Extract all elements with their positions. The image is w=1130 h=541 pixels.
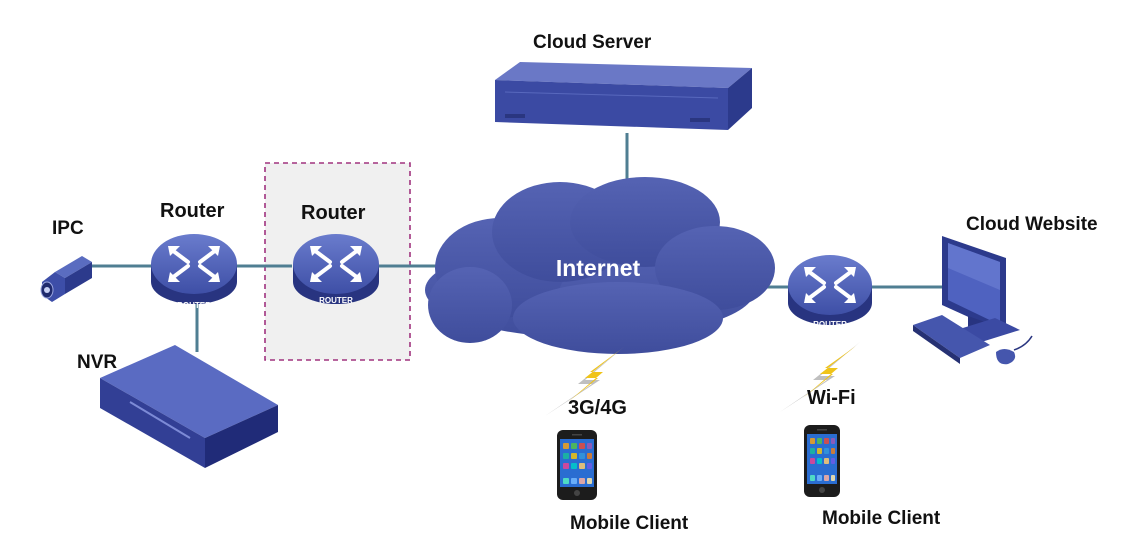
- internet-label: Internet: [556, 255, 641, 281]
- link-wifi-label: Wi-Fi: [807, 387, 856, 409]
- ipc-label: IPC: [52, 218, 84, 239]
- router-boxed-label: Router: [301, 202, 366, 224]
- router-icon: [788, 255, 872, 325]
- smartphone-icon: [557, 430, 597, 500]
- links: [90, 133, 942, 352]
- internet-cloud-icon: [425, 177, 775, 354]
- router-badge: ROUTER: [177, 301, 211, 310]
- mobile-client-left-label: Mobile Client: [570, 513, 689, 534]
- ipc-camera-icon: [40, 256, 92, 302]
- router-icon: [151, 234, 237, 304]
- router-icon: [293, 234, 379, 304]
- nvr-label: NVR: [77, 352, 118, 373]
- keyboard-icon: [913, 315, 990, 364]
- mouse-icon: [996, 335, 1033, 365]
- lightning-icon: [545, 346, 625, 416]
- mobile-client-right-label: Mobile Client: [822, 508, 941, 529]
- router-badge: ROUTER: [813, 320, 847, 329]
- smartphone-icon: [804, 425, 840, 497]
- router-left-label: Router: [160, 200, 225, 222]
- cloud-server-icon: [495, 62, 752, 130]
- cloud-server-label: Cloud Server: [533, 32, 652, 53]
- cloud-website-label: Cloud Website: [966, 214, 1098, 235]
- router-badge: ROUTER: [319, 296, 353, 305]
- lightning-icon: [780, 342, 860, 412]
- nvr-icon: [100, 345, 278, 468]
- link-cellular-label: 3G/4G: [568, 397, 627, 419]
